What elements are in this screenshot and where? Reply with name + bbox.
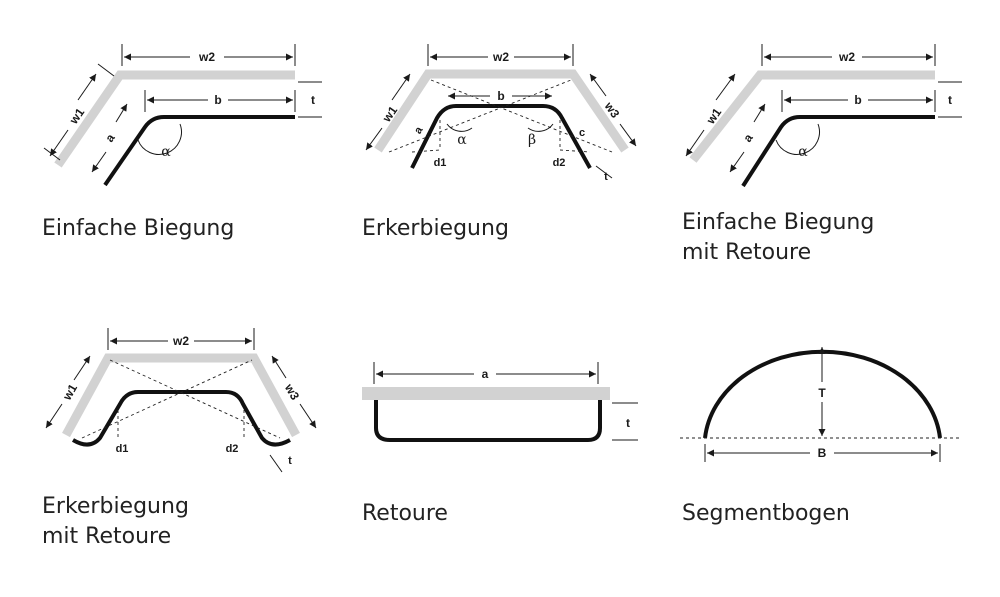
dim-w1 — [73, 355, 91, 381]
label-B: B — [818, 446, 827, 460]
dim-a — [115, 103, 128, 123]
angle-alpha-arc — [775, 123, 820, 155]
label-d2: d2 — [553, 157, 566, 169]
caption-einfache-biegung-mit-retoure: Einfache Biegung mit Retoure — [682, 210, 875, 265]
panel-segmentbogen: T B — [680, 347, 962, 462]
label-w2: w2 — [198, 50, 215, 64]
label-d1: d1 — [116, 443, 129, 455]
caption-einfache-biegung: Einfache Biegung — [42, 216, 235, 241]
label-a: a — [482, 367, 489, 381]
caption-segmentbogen: Segmentbogen — [682, 501, 850, 526]
label-alpha: α — [161, 144, 171, 160]
window-band — [62, 353, 300, 438]
label-a: a — [412, 124, 426, 136]
label-w2: w2 — [838, 50, 855, 64]
label-b: b — [497, 89, 504, 103]
diagonal-d1 — [388, 79, 572, 153]
label-a: a — [102, 131, 117, 145]
dim-a — [753, 103, 766, 123]
caption-erkerbiegung: Erkerbiegung — [362, 216, 509, 241]
dim-w1 — [391, 73, 411, 101]
diagonal-d1 — [81, 359, 253, 439]
label-b: b — [854, 93, 861, 107]
caption-erkerbiegung-mit-retoure: Erkerbiegung mit Retoure — [42, 494, 189, 549]
label-t: t — [948, 93, 952, 107]
label-b: b — [214, 93, 221, 107]
label-d1: d1 — [434, 157, 447, 169]
label-T: T — [818, 386, 826, 400]
label-w3: w3 — [281, 381, 302, 403]
dim-w1 — [77, 73, 97, 101]
label-a: a — [740, 131, 755, 145]
label-alpha: α — [457, 132, 467, 148]
bent-profile — [374, 400, 602, 442]
label-c: c — [579, 127, 585, 139]
label-t: t — [604, 171, 608, 183]
dim-w1 — [715, 73, 736, 101]
angle-beta-arc — [527, 123, 554, 132]
caption-retoure: Retoure — [362, 501, 448, 526]
bent-profile — [103, 115, 295, 187]
label-beta: β — [528, 132, 536, 148]
panel-erkerbiegung-mit-retoure: w2 w1 w3 t d1 d2 — [45, 328, 317, 473]
window-band — [689, 70, 935, 163]
window-band — [374, 69, 629, 153]
dim-w3 — [589, 73, 607, 97]
angle-alpha-arc — [137, 123, 182, 155]
label-t: t — [288, 455, 292, 467]
dim-w3 — [271, 355, 287, 379]
label-d2: d2 — [226, 443, 239, 455]
bent-profile — [741, 115, 935, 188]
label-w2: w2 — [172, 334, 189, 348]
panel-einfache-biegung: w2 b t w1 a α — [43, 44, 322, 187]
bent-profile — [410, 104, 592, 169]
diagonal-d2 — [109, 359, 281, 439]
bent-profile — [71, 390, 291, 447]
label-t: t — [626, 416, 630, 430]
diagonal-d2 — [430, 79, 613, 153]
panel-einfache-biegung-mit-retoure: w2 b t w1 a α — [685, 44, 962, 188]
angle-alpha-arc — [446, 123, 473, 132]
label-alpha: α — [798, 144, 808, 160]
label-w1: w1 — [59, 381, 80, 403]
panel-retoure: a t — [362, 362, 638, 442]
window-band — [54, 70, 295, 168]
label-t: t — [311, 93, 315, 107]
label-w2: w2 — [492, 50, 509, 64]
panel-erkerbiegung: w2 b w1 w3 a c t α β d1 d2 — [365, 44, 637, 183]
window-band — [362, 387, 610, 400]
